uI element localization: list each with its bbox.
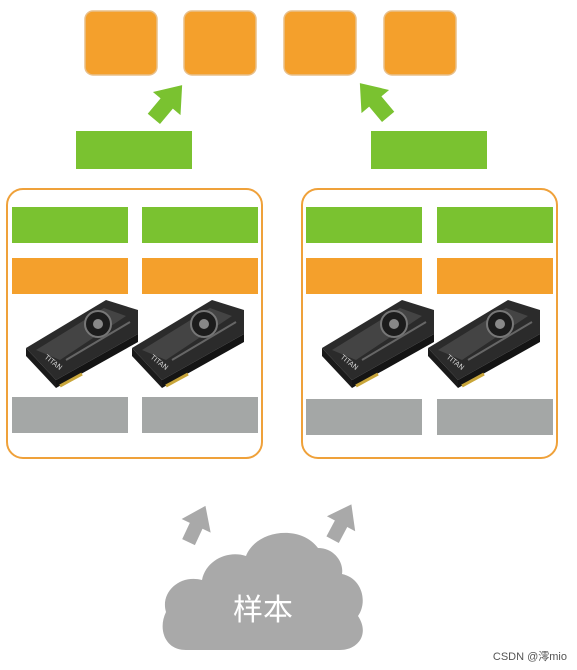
watermark: CSDN @澪mio (492, 651, 567, 663)
worker-group-left (6, 188, 263, 459)
output-block-3 (283, 10, 357, 76)
orange-block-left-1 (12, 258, 128, 294)
gray-arrow-left-icon (181, 505, 211, 546)
green-block-right-2 (437, 207, 553, 243)
orange-block-right-1 (306, 258, 422, 294)
gpu-card-icon (426, 298, 542, 390)
gray-block-left-2 (142, 397, 258, 433)
gray-block-left-1 (12, 397, 128, 433)
cloud-label: 样本 (233, 593, 293, 628)
orange-block-right-2 (437, 258, 553, 294)
gray-block-right-1 (306, 399, 422, 435)
orange-block-left-2 (142, 258, 258, 294)
gpu-card-icon (320, 298, 436, 390)
output-block-2 (183, 10, 257, 76)
green-block-left-1 (12, 207, 128, 243)
cloud-icon: 样本 (162, 532, 363, 650)
gray-block-right-2 (437, 399, 553, 435)
group-frame-right (301, 188, 558, 459)
green-block-right-1 (306, 207, 422, 243)
group-frame-left (6, 188, 263, 459)
gpu-card-icon (130, 298, 246, 390)
output-block-1 (84, 10, 158, 76)
worker-group-right (301, 188, 558, 459)
green-block-left-2 (142, 207, 258, 243)
output-block-4 (383, 10, 457, 76)
summary-block-left (76, 131, 192, 169)
green-arrow-left-icon (147, 85, 183, 124)
gpu-card-icon (24, 298, 140, 390)
green-arrow-right-icon (359, 83, 395, 122)
gray-arrow-right-icon (326, 504, 356, 543)
summary-block-right (371, 131, 487, 169)
